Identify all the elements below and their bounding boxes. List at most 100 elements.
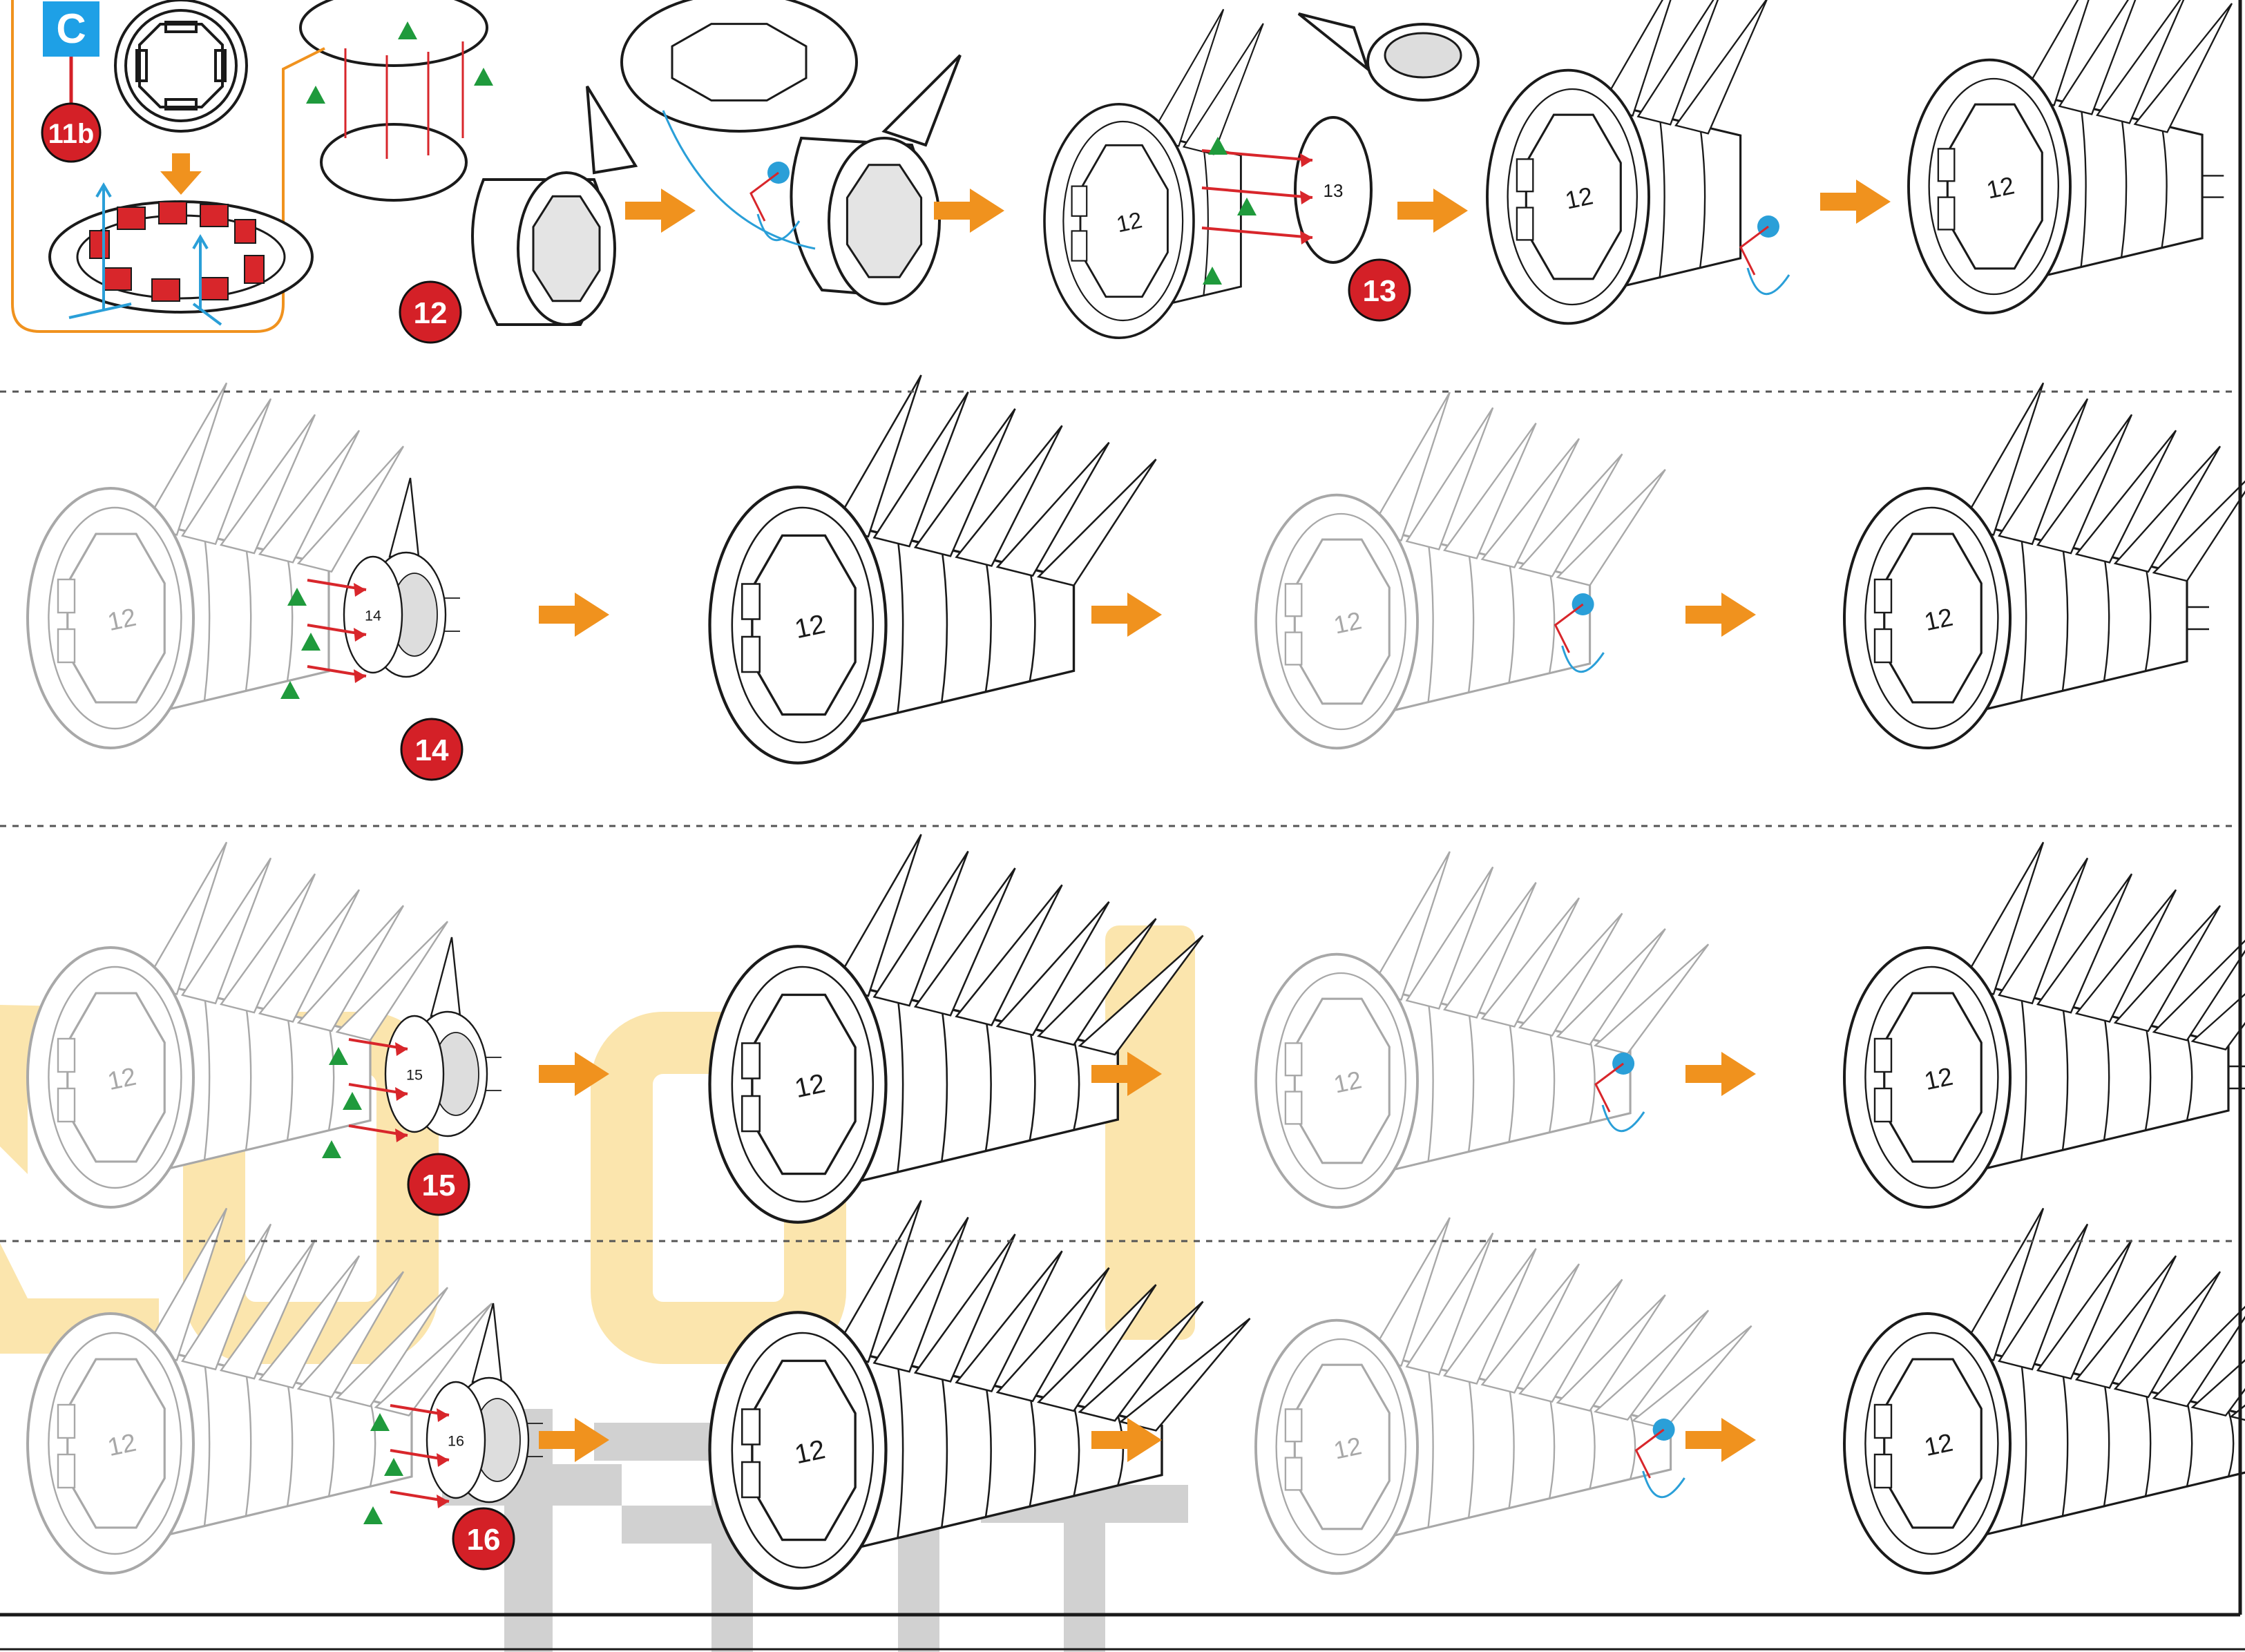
inset-panel: C 11b xyxy=(11,0,325,333)
cone-segment-line xyxy=(1467,1010,1475,1152)
cone-mouth-rim xyxy=(1864,966,1999,1189)
spike xyxy=(1443,423,1537,559)
cone-assembly-placed: 12 xyxy=(708,1200,1251,1590)
cone-segment-line xyxy=(327,1024,335,1131)
cone-segment-line xyxy=(1467,1376,1475,1518)
part-label-on-cone: 12 xyxy=(1331,606,1364,639)
spike xyxy=(1443,882,1537,1019)
spike xyxy=(258,430,361,564)
cone-segment-line xyxy=(1659,116,1665,278)
spike xyxy=(1556,928,1666,1046)
cone-segment-line xyxy=(2080,106,2087,267)
spike xyxy=(1405,1232,1494,1376)
alignment-triangle-icon xyxy=(363,1506,383,1524)
part-label-on-cone: 12 xyxy=(792,609,828,644)
part-number-label: 13 xyxy=(1363,274,1397,308)
cone-mouth-rim xyxy=(1275,972,1407,1190)
cone-assembly-step-4: 12 xyxy=(1486,0,1768,325)
spike xyxy=(1405,866,1494,1010)
cone-segment-line xyxy=(1508,560,1515,683)
cone-segment-line xyxy=(203,995,211,1160)
part-label-on-cone: 12 xyxy=(1922,1428,1956,1462)
cone-segment-line xyxy=(2061,545,2069,691)
part-number-label: 15 xyxy=(422,1169,456,1202)
next-step-arrow-icon xyxy=(1820,180,1891,224)
part-disc-label: 13 xyxy=(1324,180,1344,201)
cone-segment-line xyxy=(1029,1394,1036,1507)
spike xyxy=(219,1239,316,1380)
cone-segment-line xyxy=(1548,1029,1556,1133)
part-disc-label: 15 xyxy=(406,1066,423,1083)
cone-segment-line xyxy=(1699,126,1706,268)
spike xyxy=(1480,438,1580,568)
spike xyxy=(995,901,1110,1037)
cone-segment-line xyxy=(2144,1024,2152,1131)
spike xyxy=(258,889,361,1023)
cone-segment-line xyxy=(2020,535,2027,701)
spike xyxy=(1636,0,1719,126)
cone-segment-line xyxy=(1427,1000,1434,1162)
cone-assembly-done: 12 xyxy=(1842,841,2245,1209)
spike xyxy=(955,1250,1063,1393)
spike xyxy=(219,873,316,1014)
spike xyxy=(2152,480,2245,582)
spike xyxy=(1593,943,1710,1055)
down-arrow-icon xyxy=(160,153,202,195)
cone-segment-line xyxy=(984,1383,992,1517)
cone-mouth-rim xyxy=(48,506,182,730)
alignment-triangle-icon xyxy=(306,86,325,104)
part-12-with-ring xyxy=(620,0,962,305)
ring-top-view xyxy=(114,0,248,133)
section-letter-badge xyxy=(43,1,99,57)
spike xyxy=(219,414,316,555)
spike xyxy=(1998,857,2089,1005)
spike xyxy=(2096,0,2185,124)
part-number-label: 16 xyxy=(467,1523,501,1557)
cone-segment-line xyxy=(1203,146,1209,296)
cone-assembly-placed: 12 xyxy=(708,374,1157,765)
cone-segment-line xyxy=(2120,115,2128,258)
spike xyxy=(2036,414,2133,555)
spike xyxy=(1078,1300,1204,1422)
cone-segment-line xyxy=(286,1380,294,1507)
spike xyxy=(2036,873,2133,1014)
cone-segment-line xyxy=(2020,995,2027,1160)
spike xyxy=(2152,939,2245,1041)
cone-segment-line xyxy=(203,535,211,701)
spike xyxy=(1556,1294,1666,1412)
spike xyxy=(296,905,405,1032)
spike xyxy=(1998,1223,2089,1371)
part-spike xyxy=(471,1303,503,1383)
spike xyxy=(181,857,272,1005)
spike xyxy=(181,398,272,546)
alignment-triangle-icon xyxy=(280,681,300,699)
fold-direction-arrow xyxy=(1642,1470,1685,1499)
cone-segment-line xyxy=(984,1017,992,1151)
cone-segment-line xyxy=(1427,541,1434,702)
cone-segment-line xyxy=(897,537,904,713)
part-label-on-cone: 12 xyxy=(1331,1066,1364,1098)
cone-segment-line xyxy=(2061,1370,2069,1517)
next-part-piece: 16 xyxy=(426,1303,544,1504)
spike xyxy=(2074,1255,2177,1389)
cone-assembly-done: 12 xyxy=(1842,1207,2245,1575)
alignment-arrow xyxy=(1201,227,1313,239)
fold-direction-arrow xyxy=(756,213,801,242)
cone-assembly-faded: 12 xyxy=(26,382,405,750)
part-label-on-cone: 12 xyxy=(1922,603,1956,637)
part-spike xyxy=(1297,12,1371,73)
cone-assembly-faded: 12 xyxy=(26,1207,493,1575)
spike xyxy=(913,408,1016,557)
part-spike xyxy=(881,54,962,147)
cone-segment-line xyxy=(1467,550,1475,693)
next-step-arrow-icon xyxy=(1685,1418,1756,1462)
fold-direction-arrow xyxy=(1561,645,1605,673)
cone-segment-line xyxy=(1117,1414,1125,1486)
cone-segment-line xyxy=(286,1014,294,1141)
cone-segment-line xyxy=(2103,1380,2110,1507)
reference-badge-11b xyxy=(41,102,102,163)
cone-mouth-rim xyxy=(731,1332,875,1569)
cone-assembly-fold: 12 xyxy=(1254,392,1666,750)
cone-mouth-rim xyxy=(1864,506,1999,730)
